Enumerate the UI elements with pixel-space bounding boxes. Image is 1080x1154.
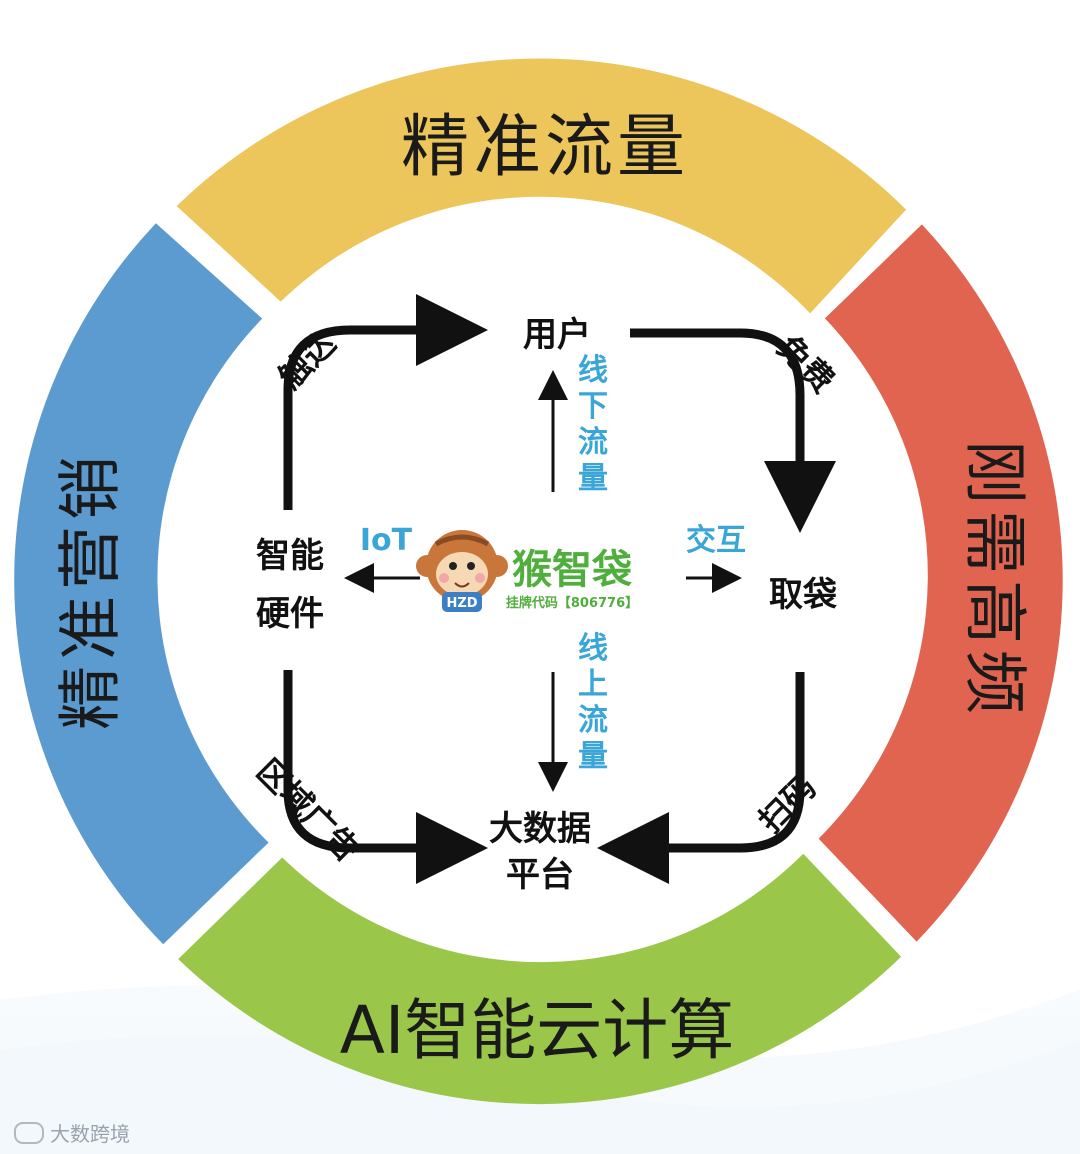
node-pickup-bag: 取袋 bbox=[769, 575, 837, 615]
spoke-label-interaction: 交互 bbox=[686, 523, 746, 558]
spoke-label-offline: 线下流量 bbox=[578, 353, 608, 496]
arc-label-regional-ads: 区域广告 bbox=[249, 752, 366, 869]
arc-top-right bbox=[630, 328, 836, 533]
monkey-mascot-icon: HZD bbox=[416, 530, 508, 612]
ring-title-left: 精准营销 bbox=[55, 450, 129, 730]
ring-segment-top bbox=[176, 58, 907, 314]
ring-segment-bottom bbox=[178, 853, 902, 1105]
node-bigdata-line2: 平台 bbox=[506, 855, 574, 895]
node-user: 用户 bbox=[523, 315, 591, 355]
ring-segment-left bbox=[14, 223, 269, 945]
ring-segment-right bbox=[818, 224, 1063, 942]
ring-title-right: 刚需高频 bbox=[956, 440, 1030, 720]
logo-ticker: 挂牌代码【806776】 bbox=[506, 595, 638, 611]
node-bigdata-line1: 大数据 bbox=[489, 809, 591, 849]
spoke-label-online: 线上流量 bbox=[578, 631, 608, 774]
arc-bottom-left bbox=[283, 670, 488, 884]
node-hardware-line2: 硬件 bbox=[256, 594, 324, 634]
watermark-logo-icon bbox=[14, 1121, 44, 1144]
arc-label-scan: 扫码 bbox=[751, 768, 823, 840]
watermark: 大数跨境 bbox=[14, 1118, 130, 1147]
watermark-text: 大数跨境 bbox=[50, 1122, 130, 1146]
logo-name: 猴智袋 bbox=[512, 547, 632, 593]
arc-top-left bbox=[283, 294, 488, 510]
brand-logo: HZD 猴智袋 挂牌代码【806776】 bbox=[416, 530, 638, 612]
spoke-label-offline-text: 线下流量 bbox=[578, 353, 608, 496]
spoke-label-iot: IoT bbox=[360, 523, 413, 558]
logo-badge: HZD bbox=[446, 596, 477, 611]
ring-title-bottom: AI智能云计算 bbox=[340, 992, 735, 1069]
spoke-label-online-text: 线上流量 bbox=[578, 631, 608, 774]
ring-title-top: 精准流量 bbox=[401, 108, 689, 187]
node-hardware-line1: 智能 bbox=[256, 536, 324, 576]
arc-bottom-right bbox=[597, 672, 805, 884]
